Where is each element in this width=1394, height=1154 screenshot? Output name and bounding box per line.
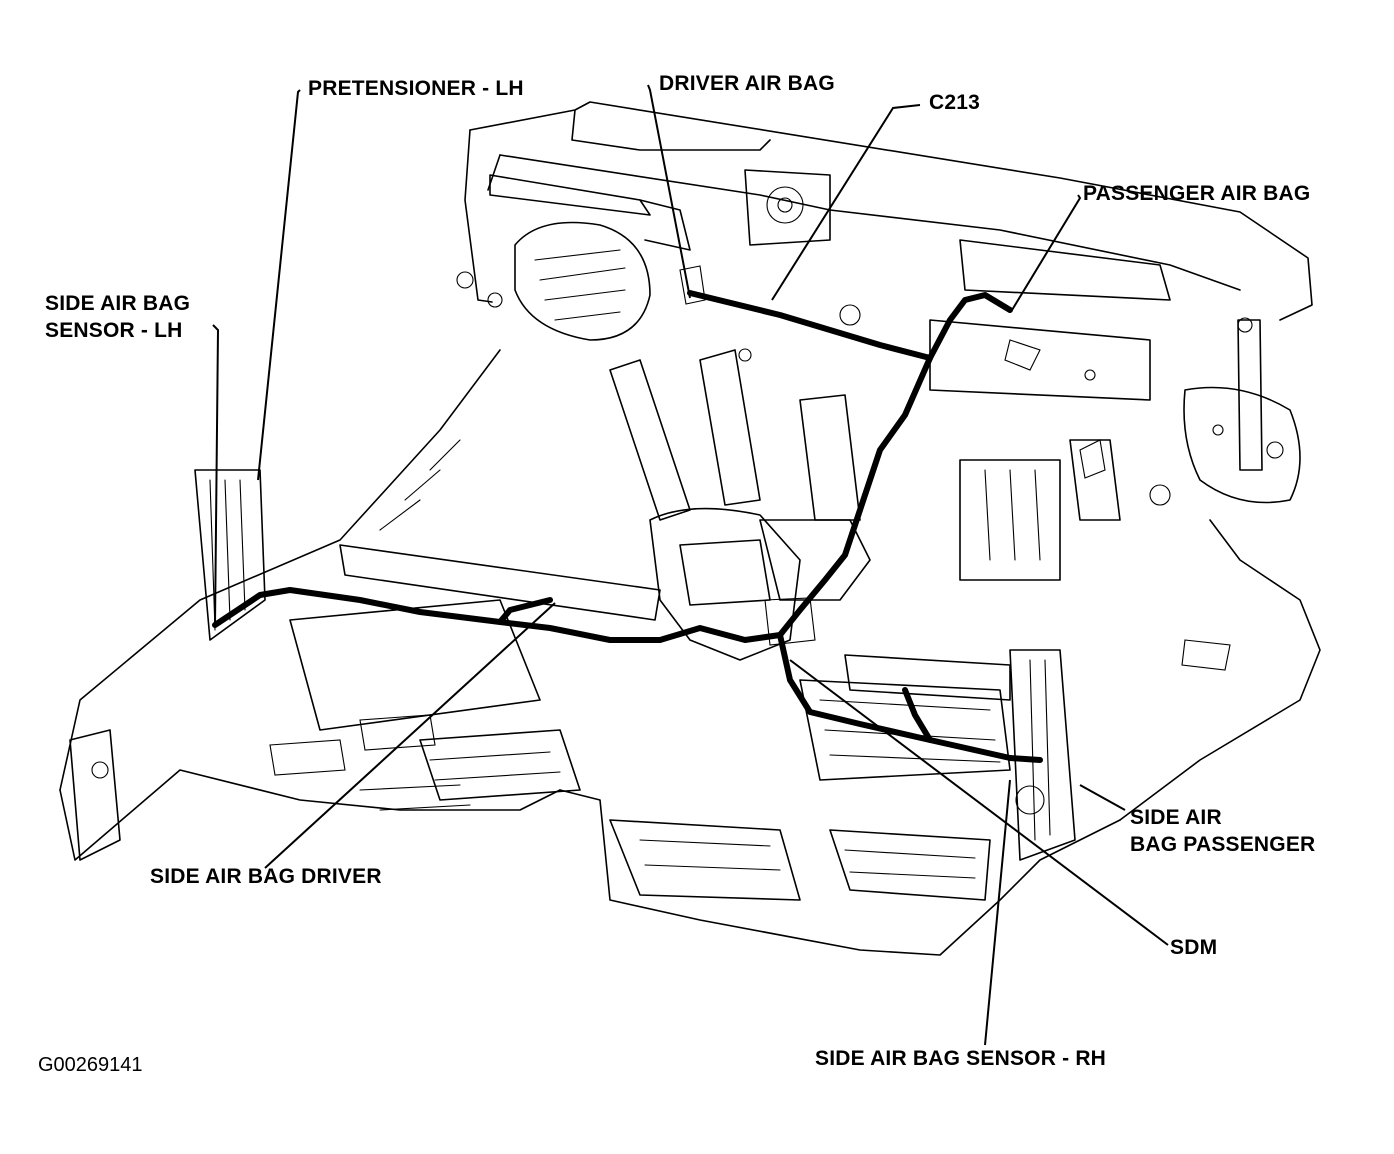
label-side-air-bag-sensor-rh-text: SIDE AIR BAG SENSOR - RH <box>815 1047 1107 1070</box>
label-c213-text: C213 <box>929 91 981 114</box>
leader-side-air-bag-passenger <box>1079 784 1126 811</box>
leader-side-air-bag-sensor-lh <box>212 324 220 626</box>
harness-passenger-side-run <box>777 632 1043 763</box>
harness-sdm-module <box>764 597 816 646</box>
label-sdm-text: SDM <box>1170 936 1218 959</box>
label-side-air-bag-sensor-lh: SIDE AIR BAG SENSOR - LH <box>45 290 190 344</box>
leader-side-air-bag-sensor-rh <box>984 779 1011 1046</box>
label-c213: C213 <box>929 89 980 116</box>
vehicle-body <box>59 101 1321 956</box>
label-side-air-bag-sensor-lh-line2: SENSOR - LH <box>45 319 183 342</box>
c213-connector <box>679 265 706 305</box>
leader-passenger-air-bag <box>1011 194 1082 311</box>
label-side-air-bag-passenger: SIDE AIR BAG PASSENGER <box>1130 804 1315 858</box>
label-pretensioner-lh-text: PRETENSIONER - LH <box>308 77 524 100</box>
label-driver-air-bag: DRIVER AIR BAG <box>659 70 835 97</box>
harness-dash-run <box>687 290 933 361</box>
harness-driver-side-run <box>212 587 783 643</box>
label-pretensioner-lh: PRETENSIONER - LH <box>308 75 524 102</box>
label-passenger-air-bag-text: PASSENGER AIR BAG <box>1083 182 1311 205</box>
harness-driver-seat-branch <box>497 597 553 625</box>
label-side-air-bag-sensor-rh: SIDE AIR BAG SENSOR - RH <box>815 1045 1106 1072</box>
label-passenger-air-bag: PASSENGER AIR BAG <box>1083 180 1310 207</box>
label-side-air-bag-passenger-line1: SIDE AIR <box>1130 806 1222 829</box>
leader-driver-air-bag <box>647 84 691 299</box>
harness-passenger-branch <box>927 292 1013 361</box>
leader-sdm <box>789 659 1169 946</box>
airbag-wiring-harness <box>212 265 1043 763</box>
label-driver-air-bag-text: DRIVER AIR BAG <box>659 72 835 95</box>
leader-lines <box>212 84 1169 1046</box>
label-side-air-bag-driver-text: SIDE AIR BAG DRIVER <box>150 865 382 888</box>
harness-passenger-seat-branch <box>902 687 933 743</box>
harness-center-down <box>777 355 933 638</box>
leader-side-air-bag-driver <box>264 602 556 869</box>
label-side-air-bag-driver: SIDE AIR BAG DRIVER <box>150 863 382 890</box>
label-sdm: SDM <box>1170 934 1217 961</box>
figure-id: G00269141 <box>38 1054 143 1076</box>
leader-c213 <box>771 104 921 301</box>
label-side-air-bag-sensor-lh-line1: SIDE AIR BAG <box>45 292 191 315</box>
leader-pretensioner-lh <box>257 89 301 481</box>
label-side-air-bag-passenger-line2: BAG PASSENGER <box>1130 833 1316 856</box>
